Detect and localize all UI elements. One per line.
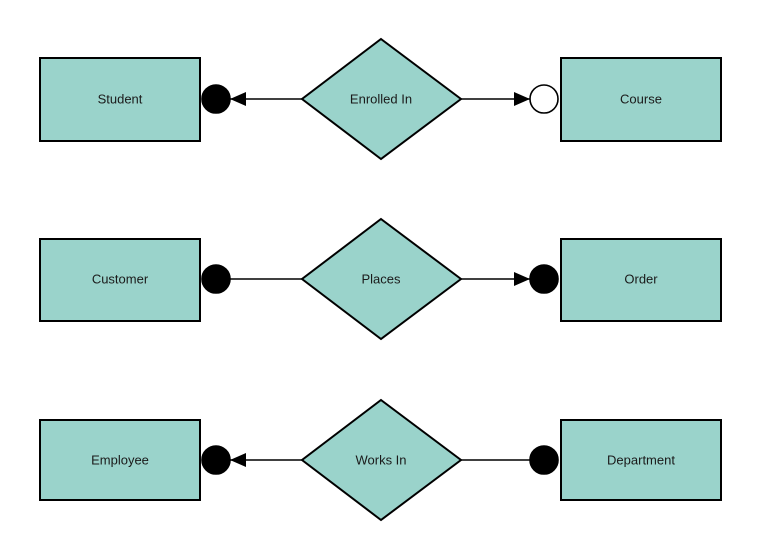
relationship-group-row-2: Customer Places Order xyxy=(39,217,722,341)
arrow-head-left-row-1 xyxy=(230,92,246,106)
relationship-diamond-places[interactable] xyxy=(300,217,463,341)
cardinality-marker-filled-student xyxy=(201,84,231,114)
relationship-diamond-enrolled-in[interactable] xyxy=(300,37,463,161)
entity-box-order[interactable] xyxy=(560,238,722,322)
arrow-head-right-row-1 xyxy=(514,92,530,106)
cardinality-marker-filled-customer xyxy=(201,264,231,294)
cardinality-marker-filled-employee xyxy=(201,445,231,475)
arrow-head-right-row-2 xyxy=(514,272,530,286)
cardinality-marker-filled-department xyxy=(529,445,559,475)
cardinality-marker-filled-order xyxy=(529,264,559,294)
arrow-head-left-row-3 xyxy=(230,453,246,467)
entity-box-employee[interactable] xyxy=(39,419,201,501)
entity-box-student[interactable] xyxy=(39,57,201,142)
cardinality-marker-open-course xyxy=(529,84,559,114)
entity-box-course[interactable] xyxy=(560,57,722,142)
relationship-diamond-works-in[interactable] xyxy=(300,398,463,522)
relationship-group-row-3: Employee Works In Department xyxy=(39,398,722,522)
entity-box-department[interactable] xyxy=(560,419,722,501)
entity-box-customer[interactable] xyxy=(39,238,201,322)
relationship-group-row-1: Student Enrolled In Course xyxy=(39,37,722,161)
